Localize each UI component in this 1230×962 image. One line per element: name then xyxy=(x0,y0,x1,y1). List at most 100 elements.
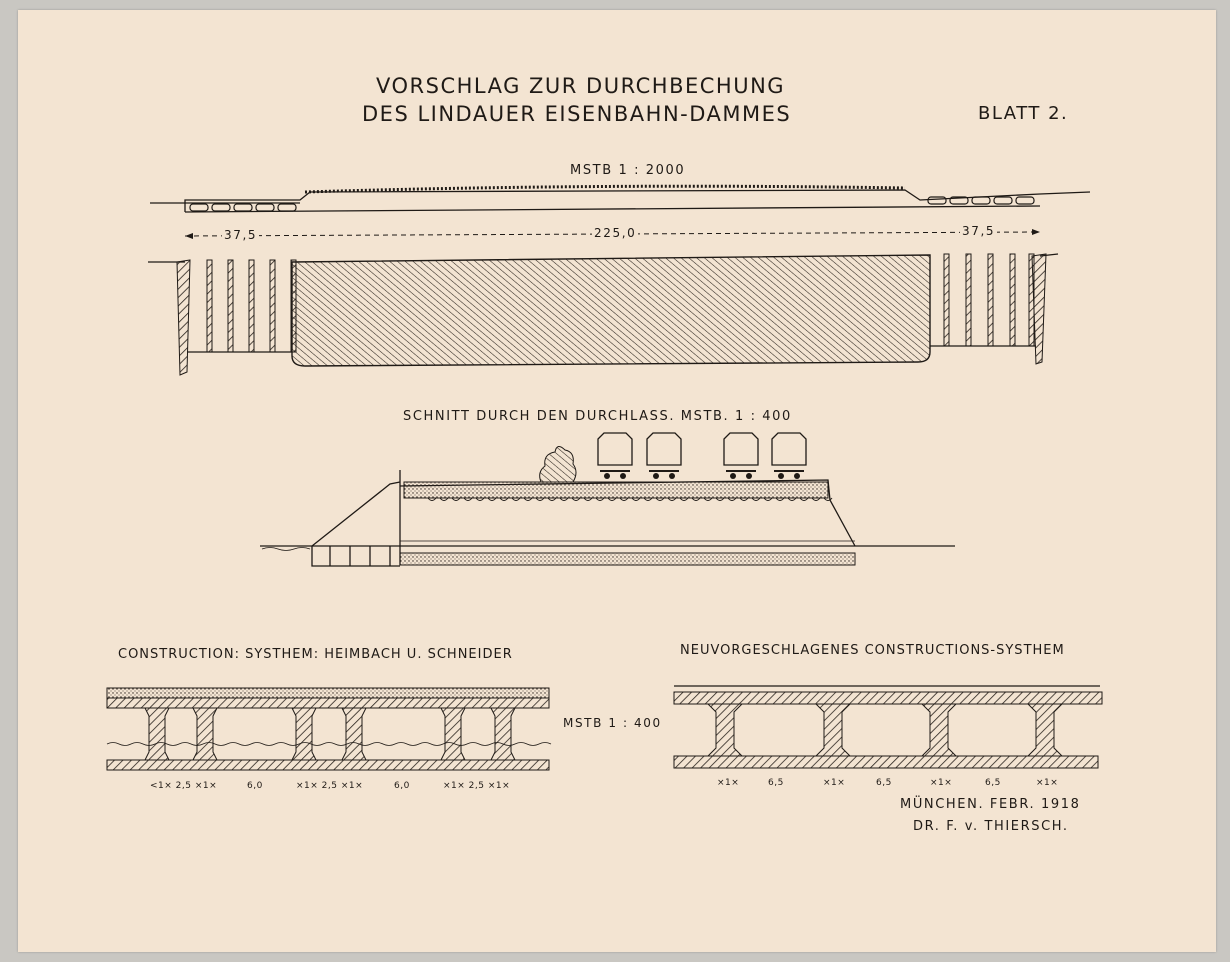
right-dim-3: ×1× xyxy=(823,778,846,788)
dim-right: 37,5 xyxy=(960,224,998,238)
right-dim-1: ×1× xyxy=(717,778,740,788)
vault-tooth xyxy=(775,497,785,501)
sheet-label: BLATT 2. xyxy=(978,103,1069,124)
vault-tooth xyxy=(787,497,797,501)
right-dim-4: 6,5 xyxy=(876,778,892,788)
arch-opening xyxy=(233,203,253,212)
plan-pier xyxy=(1028,253,1035,347)
plan-piers-right xyxy=(943,253,1035,347)
right-dim-5: ×1× xyxy=(930,778,953,788)
vault-tooth xyxy=(571,497,581,501)
dim-center: 225,0 xyxy=(592,226,639,240)
left-dim-2: 6,0 xyxy=(247,781,263,791)
vault-tooth xyxy=(439,497,449,501)
vault-tooth xyxy=(691,497,701,501)
pier xyxy=(1026,703,1064,757)
wagon-body xyxy=(597,432,633,466)
vault-tooth xyxy=(763,497,773,501)
vault-tooth xyxy=(739,497,749,501)
left-dim-3: ×1× 2,5 ×1× xyxy=(296,781,364,791)
vault-tooth xyxy=(631,497,641,501)
pier xyxy=(341,707,367,761)
vault-tooth xyxy=(799,497,809,501)
wagon-wheel xyxy=(746,473,752,479)
title-line-2: DES LINDAUER EISENBAHN-DAMMES xyxy=(362,102,792,126)
pier xyxy=(490,707,516,761)
railway-wagons xyxy=(597,432,807,479)
arch-opening xyxy=(949,196,969,205)
right-dim-2: 6,5 xyxy=(768,778,784,788)
plan-view xyxy=(148,253,1059,376)
plan-pier xyxy=(248,259,255,353)
right-dim-7: ×1× xyxy=(1036,778,1059,788)
left-viaduct-arches xyxy=(189,203,297,212)
left-dim-5: ×1× 2,5 ×1× xyxy=(443,781,511,791)
arch-opening xyxy=(927,196,947,205)
vault-tooth xyxy=(427,497,437,501)
pier xyxy=(440,707,466,761)
wagon-wheel xyxy=(653,473,659,479)
plan-pier xyxy=(227,259,234,353)
arch-opening xyxy=(1015,196,1035,205)
wagon-body xyxy=(771,432,807,466)
vault-tooth xyxy=(667,497,677,501)
plan-scale-label: MSTB 1 : 2000 xyxy=(570,163,686,178)
vault-tooth xyxy=(619,497,629,501)
vault-tooth xyxy=(523,497,533,501)
dim-left: 37,5 xyxy=(222,228,260,242)
vault-tooth xyxy=(535,497,545,501)
culvert-vault-teeth xyxy=(427,497,833,501)
vault-tooth xyxy=(595,497,605,501)
construction-right-caption: NEUVORGESCHLAGENES CONSTRUCTIONS-SYSTHEM xyxy=(680,643,1065,658)
place-date: MÜNCHEN. FEBR. 1918 xyxy=(900,797,1081,812)
construction-heimbach-schneider xyxy=(106,687,552,771)
left-system-piers xyxy=(144,707,516,761)
pier xyxy=(192,707,218,761)
vault-tooth xyxy=(607,497,617,501)
vault-tooth xyxy=(451,497,461,501)
vault-tooth xyxy=(559,497,569,501)
pier xyxy=(291,707,317,761)
vault-tooth xyxy=(655,497,665,501)
plan-pier xyxy=(943,253,950,347)
vault-tooth xyxy=(727,497,737,501)
vault-tooth xyxy=(583,497,593,501)
author: DR. F. v. THIERSCH. xyxy=(913,819,1069,834)
culvert-section xyxy=(260,432,955,567)
wagon-body xyxy=(723,432,759,466)
drawing-sheet xyxy=(18,10,1216,952)
arch-opening xyxy=(189,203,209,212)
right-viaduct-arches xyxy=(927,196,1035,205)
wagon-wheel xyxy=(730,473,736,479)
vault-tooth xyxy=(487,497,497,501)
plan-pier xyxy=(987,253,994,347)
wagon-wheel xyxy=(620,473,626,479)
middle-scale-label: MSTB 1 : 400 xyxy=(563,716,662,730)
title-line-1: VORSCHLAG ZUR DURCHBECHUNG xyxy=(376,74,786,98)
arch-opening xyxy=(211,203,231,212)
pier xyxy=(706,703,744,757)
wagon-wheel xyxy=(604,473,610,479)
wagon-wheel xyxy=(778,473,784,479)
plan-pier xyxy=(1009,253,1016,347)
vault-tooth xyxy=(823,497,833,501)
plan-pier xyxy=(290,259,297,353)
arch-opening xyxy=(971,196,991,205)
vault-tooth xyxy=(679,497,689,501)
plan-pier xyxy=(269,259,276,353)
right-dim-6: 6,5 xyxy=(985,778,1001,788)
vault-tooth xyxy=(475,497,485,501)
vault-tooth xyxy=(547,497,557,501)
vault-tooth xyxy=(751,497,761,501)
wagon-wheel xyxy=(669,473,675,479)
vault-tooth xyxy=(811,497,821,501)
wagon-body xyxy=(646,432,682,466)
arch-opening xyxy=(255,203,275,212)
vault-tooth xyxy=(703,497,713,501)
plan-pier xyxy=(965,253,972,347)
construction-left-caption: CONSTRUCTION: SYSTHEM: HEIMBACH U. SCHNE… xyxy=(118,647,513,662)
arch-opening xyxy=(993,196,1013,205)
new-system-piers xyxy=(706,703,1064,757)
vault-tooth xyxy=(463,497,473,501)
